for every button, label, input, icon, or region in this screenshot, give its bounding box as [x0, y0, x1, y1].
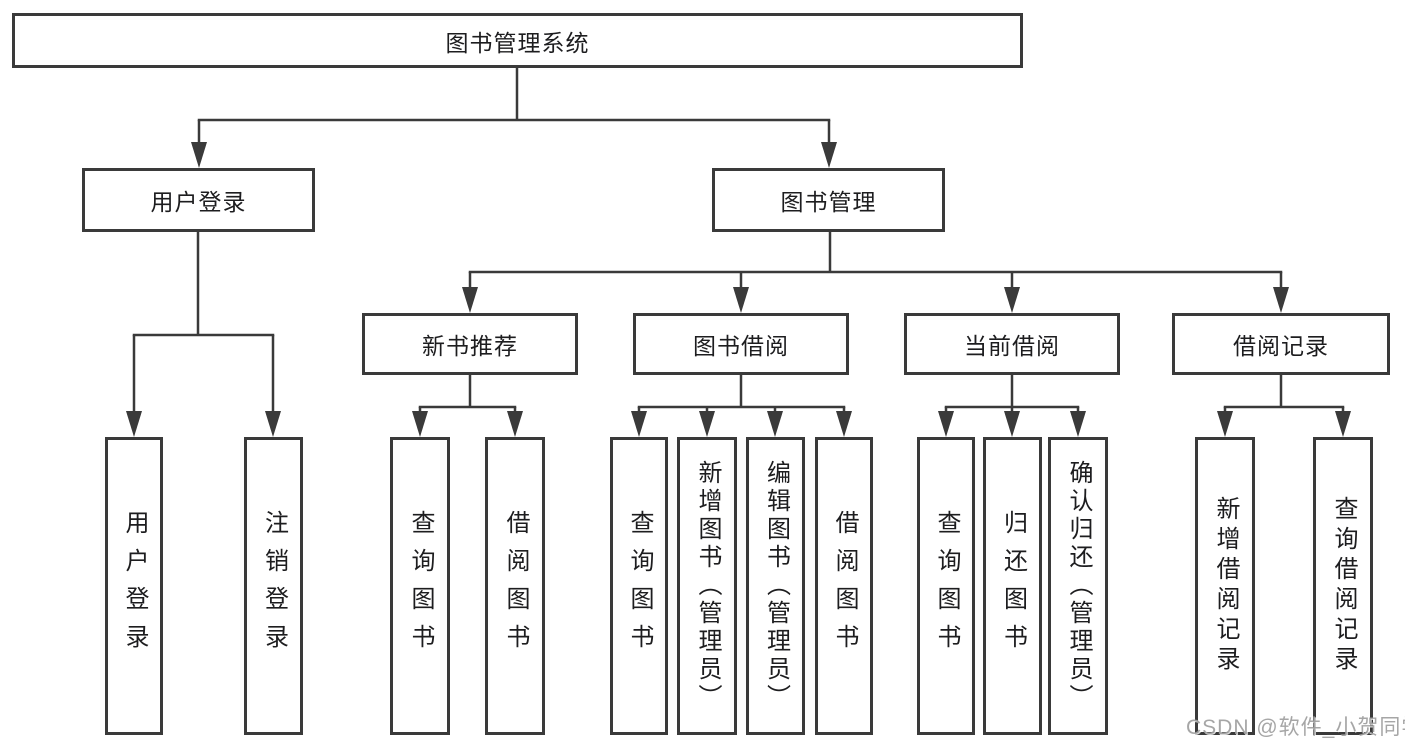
arrowhead-icon — [412, 411, 428, 437]
node-leaf-query-book-3: 查询图书 — [917, 437, 975, 735]
node-book-borrowing: 图书借阅 — [633, 313, 849, 375]
node-leaf-borrow-book-1: 借阅图书 — [485, 437, 545, 735]
arrowhead-icon — [836, 411, 852, 437]
node-leaf-query-book-1: 查询图书 — [390, 437, 450, 735]
node-book-management: 图书管理 — [712, 168, 945, 232]
arrowhead-icon — [507, 411, 523, 437]
node-leaf-borrow-book-2: 借阅图书 — [815, 437, 873, 735]
arrowhead-icon — [265, 411, 281, 437]
arrowhead-icon — [1335, 411, 1351, 437]
node-root: 图书管理系统 — [12, 13, 1023, 68]
arrowhead-icon — [1273, 287, 1289, 313]
arrowhead-icon — [733, 287, 749, 313]
arrowhead-icon — [699, 411, 715, 437]
arrowhead-icon — [126, 411, 142, 437]
arrowhead-icon — [631, 411, 647, 437]
node-leaf-confirm-return: 确认归还（管理员） — [1048, 437, 1108, 735]
arrowhead-icon — [1004, 287, 1020, 313]
arrowhead-icon — [1070, 411, 1086, 437]
node-leaf-edit-book-admin: 编辑图书（管理员） — [746, 437, 805, 735]
node-leaf-add-borrow-rec: 新增借阅记录 — [1195, 437, 1255, 735]
arrowhead-icon — [821, 142, 837, 168]
node-user-login-module: 用户登录 — [82, 168, 315, 232]
node-leaf-logout: 注销登录 — [244, 437, 303, 735]
arrowhead-icon — [462, 287, 478, 313]
arrowhead-icon — [191, 142, 207, 168]
node-leaf-return-book: 归还图书 — [983, 437, 1042, 735]
arrowhead-icon — [767, 411, 783, 437]
node-leaf-add-book-admin: 新增图书（管理员） — [677, 437, 737, 735]
node-current-borrowing: 当前借阅 — [904, 313, 1120, 375]
node-leaf-query-borrow-rec: 查询借阅记录 — [1313, 437, 1373, 735]
watermark: CSDN @软件_小贺同学 — [1186, 716, 1405, 739]
node-borrowing-records: 借阅记录 — [1172, 313, 1390, 375]
arrowhead-icon — [938, 411, 954, 437]
node-new-book-recommend: 新书推荐 — [362, 313, 578, 375]
node-leaf-user-login: 用户登录 — [105, 437, 163, 735]
node-leaf-query-book-2: 查询图书 — [610, 437, 668, 735]
arrowhead-icon — [1004, 411, 1020, 437]
arrowhead-icon — [1217, 411, 1233, 437]
